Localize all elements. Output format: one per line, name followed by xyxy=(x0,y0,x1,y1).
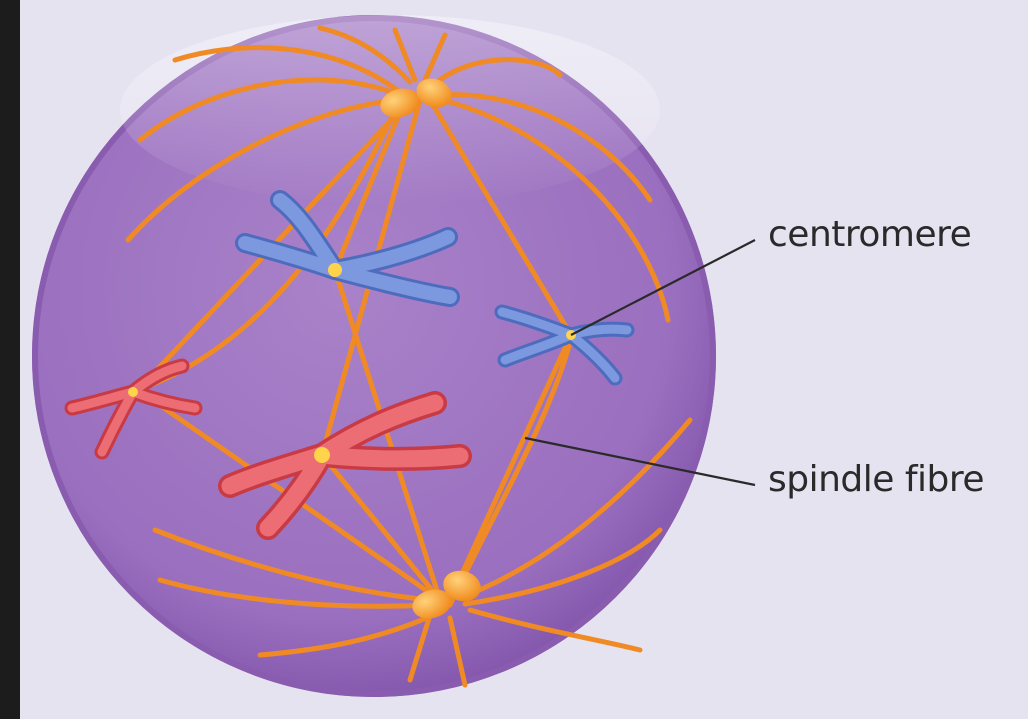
centromere-4 xyxy=(314,447,330,463)
centromere-label: centromere xyxy=(768,214,971,255)
spindle-fibre-label: spindle fibre xyxy=(768,459,984,500)
centromere-3 xyxy=(128,387,138,397)
centromere-1 xyxy=(328,263,342,277)
